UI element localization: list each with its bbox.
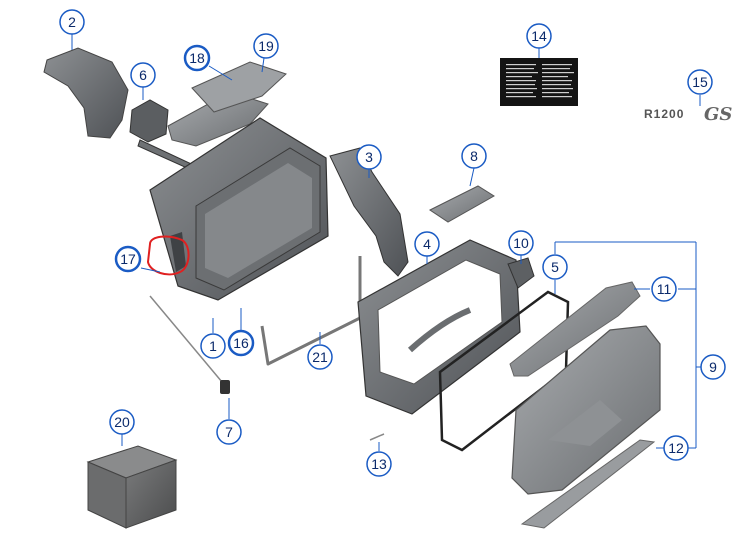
badge-suffix-text: GS <box>704 104 732 125</box>
callout-15: 15 <box>687 69 713 95</box>
part-handle <box>509 281 641 377</box>
part-lid <box>511 325 661 495</box>
callout-8: 8 <box>461 143 487 169</box>
callout-2: 2 <box>59 9 85 35</box>
callout-6: 6 <box>130 62 156 88</box>
callout-19: 19 <box>253 33 279 59</box>
svg-text:21: 21 <box>312 349 328 365</box>
callout-10: 10 <box>508 230 534 256</box>
part-storage-box <box>86 445 178 529</box>
part-l-rod <box>260 256 362 366</box>
svg-text:10: 10 <box>513 235 529 251</box>
svg-text:9: 9 <box>709 359 717 375</box>
part-model-badge: R1200 GS <box>644 104 732 125</box>
callout-4: 4 <box>414 231 440 257</box>
callout-7: 7 <box>216 419 242 445</box>
callout-3: 3 <box>356 144 382 170</box>
svg-text:7: 7 <box>225 424 233 440</box>
part-frame <box>357 239 521 415</box>
badge-model-text: R1200 <box>644 107 684 121</box>
svg-text:8: 8 <box>470 148 478 164</box>
part-small-cover <box>429 185 495 223</box>
svg-text:1: 1 <box>209 338 217 354</box>
leader-lines <box>71 34 701 451</box>
svg-text:5: 5 <box>551 259 559 275</box>
svg-text:19: 19 <box>258 38 274 54</box>
part-cable <box>149 295 230 394</box>
callout-21: 21 <box>307 344 333 370</box>
part-pin <box>369 433 385 441</box>
svg-text:17: 17 <box>120 251 136 267</box>
callout-12: 12 <box>663 435 689 461</box>
callout-20: 20 <box>109 409 135 435</box>
svg-text:13: 13 <box>371 456 387 472</box>
svg-text:16: 16 <box>233 335 249 351</box>
svg-text:6: 6 <box>139 67 147 83</box>
part-inner-cover-19 <box>191 61 287 113</box>
svg-text:3: 3 <box>365 149 373 165</box>
callout-14: 14 <box>526 23 552 49</box>
svg-text:4: 4 <box>423 236 431 252</box>
callout-9: 9 <box>700 354 726 380</box>
part-trim-strip <box>520 439 656 529</box>
callout-13: 13 <box>366 451 392 477</box>
svg-text:12: 12 <box>668 440 684 456</box>
callout-11: 11 <box>651 276 677 302</box>
svg-text:14: 14 <box>531 28 547 44</box>
callout-1: 1 <box>200 333 226 359</box>
svg-text:18: 18 <box>189 50 205 66</box>
part-inner-liner <box>43 47 129 139</box>
part-pannier-body <box>149 117 329 301</box>
svg-text:2: 2 <box>68 14 76 30</box>
callout-5: 5 <box>542 254 568 280</box>
svg-text:20: 20 <box>114 414 130 430</box>
part-lock-bracket <box>129 99 201 173</box>
svg-text:11: 11 <box>657 281 672 297</box>
callout-16: 16 <box>227 329 255 357</box>
svg-text:15: 15 <box>692 74 708 90</box>
callout-18: 18 <box>183 44 211 72</box>
callout-17: 17 <box>114 245 142 273</box>
part-label-sheet <box>500 58 578 106</box>
